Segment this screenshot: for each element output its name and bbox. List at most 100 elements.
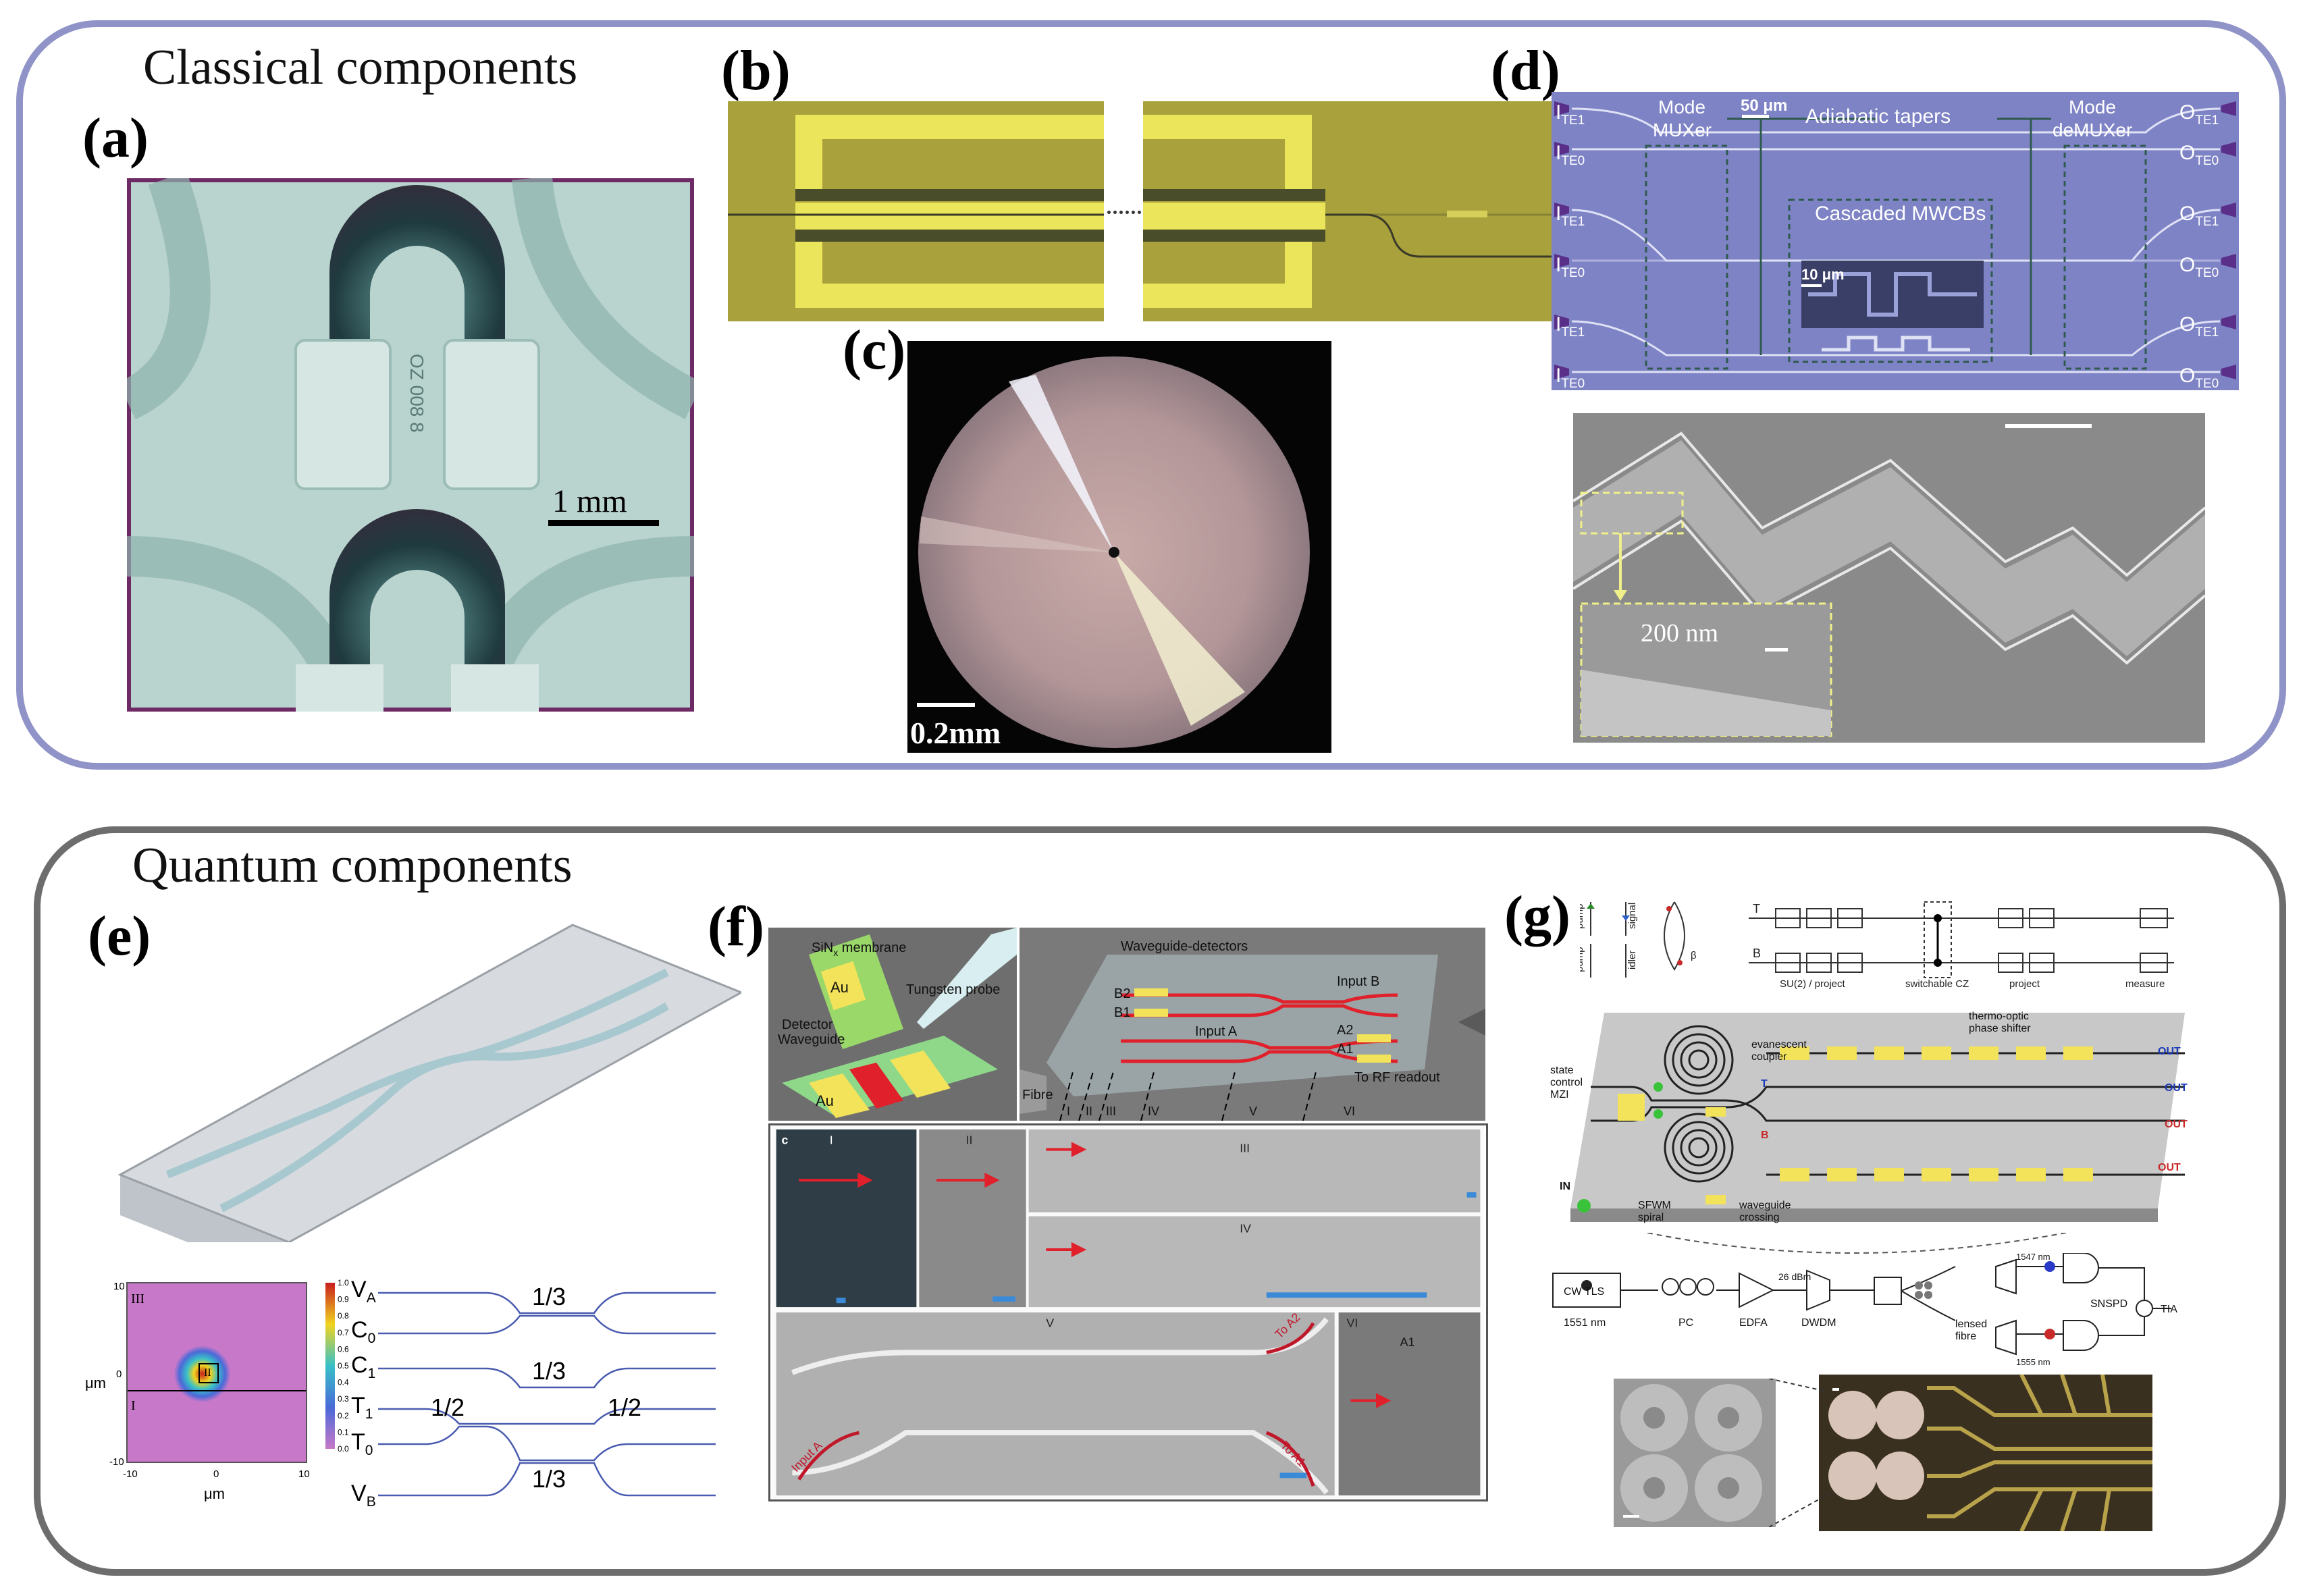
panel-g-out-2: OUT xyxy=(2165,1082,2188,1094)
panel-d-output-label: OTE1 xyxy=(2179,101,2219,128)
panel-f-rf-label: To RF readout xyxy=(1354,1070,1440,1085)
panel-g-state-2: control xyxy=(1550,1077,1583,1088)
panel-e-colorbar-tick: 0.4 xyxy=(338,1378,349,1387)
panel-e-mode-label: C1 xyxy=(351,1352,375,1381)
panel-e-3d-chip xyxy=(113,918,741,1242)
panel-g-evanescent-1: evanescent xyxy=(1751,1039,1807,1050)
panel-g-B: B xyxy=(1753,947,1761,960)
panel-f-au-bottom: Au xyxy=(816,1092,834,1109)
classical-components-title: Classical components xyxy=(143,40,578,95)
panel-d-output-label: OTE0 xyxy=(2179,254,2219,280)
panel-a-chip-text: OZ 008 8 xyxy=(406,354,427,433)
panel-f-sem-I: I xyxy=(830,1134,833,1147)
panel-e-ratio-5: 1/3 xyxy=(532,1465,566,1493)
panel-d-output-label: OTE0 xyxy=(2179,142,2219,168)
panel-f-a1: A1 xyxy=(1337,1042,1353,1057)
panel-g-zoom-lines xyxy=(1769,1379,1830,1527)
panel-g-crossing-2: crossing xyxy=(1739,1212,1780,1223)
panel-e-yaxis-label: μm xyxy=(85,1375,106,1391)
panel-e-colorbar-tick: 0.3 xyxy=(338,1394,349,1404)
panel-g-crossing-1: waveguide xyxy=(1739,1200,1791,1211)
panel-g-cw: CW TLS xyxy=(1564,1286,1604,1298)
panel-g-tia: TIA xyxy=(2161,1304,2177,1315)
panel-a-svg: OZ 008 8 1 mm xyxy=(127,178,694,712)
panel-g-out-1: OUT xyxy=(2158,1046,2181,1057)
panel-g-chip-schematic: evanescent coupler thermo-optic phase sh… xyxy=(1550,1006,2201,1229)
panel-d-scale10: 10 μm xyxy=(1801,266,1845,283)
panel-f-waveguide-label: Waveguide xyxy=(778,1032,845,1047)
panel-g-pc: PC xyxy=(1678,1317,1693,1329)
panel-d-io-labels: ITE1ITE0ITE1ITE0ITE1ITE0OTE1OTE0OTE1OTE0… xyxy=(1556,101,2219,390)
panel-d-mux-label-2: MUXer xyxy=(1653,119,1712,140)
panel-g-beta: β xyxy=(1691,950,1697,961)
panel-e-colorbar-tick: 0.5 xyxy=(338,1361,349,1371)
panel-d-input-label: ITE1 xyxy=(1556,101,1585,128)
panel-f-sem-V: V xyxy=(1046,1316,1054,1330)
panel-d-demux-label-2: deMUXer xyxy=(2053,119,2132,140)
panel-d-sem-scale: 200 nm xyxy=(1641,619,1718,647)
panel-g-1547: 1547 nm xyxy=(2016,1253,2050,1262)
panel-f-sem-VI: VI xyxy=(1346,1316,1358,1330)
panel-f-section-label: V xyxy=(1249,1105,1257,1118)
panel-f-probe-label: Tungsten probe xyxy=(906,982,1000,997)
panel-d-mux-label-1: Mode xyxy=(1658,97,1705,117)
panel-e-mode-label: T1 xyxy=(351,1393,373,1422)
panel-g-T: T xyxy=(1753,902,1760,915)
panel-e-region-II: II xyxy=(204,1367,211,1379)
panel-e-ytick-10: 10 xyxy=(113,1281,125,1292)
panel-b-left-micrograph xyxy=(728,101,1104,321)
panel-d-sem: 200 nm xyxy=(1573,413,2205,743)
panel-g-lensed-2: fibre xyxy=(1955,1331,1976,1342)
panel-f-b2: B2 xyxy=(1114,986,1130,1001)
panel-d-output-label: OTE1 xyxy=(2179,313,2219,340)
panel-label-a: (a) xyxy=(82,107,149,169)
panel-g-cz: switchable CZ xyxy=(1905,978,1969,990)
panel-g-T-chip: T xyxy=(1761,1078,1768,1090)
panel-g-B-chip: B xyxy=(1761,1129,1769,1141)
panel-e-colorbar-ticks: 1.00.90.80.70.60.50.40.30.20.10.0 xyxy=(338,1278,349,1454)
panel-e-mode-label: T0 xyxy=(351,1429,373,1458)
panel-e-colorbar-tick: 0.9 xyxy=(338,1295,349,1304)
panel-e-xtick-10: 10 xyxy=(298,1468,310,1480)
panel-g-1555: 1555 nm xyxy=(2016,1357,2050,1367)
panel-g-dashed-link xyxy=(1647,1233,2066,1254)
panel-g-pump-1: pump xyxy=(1580,903,1585,929)
panel-label-e: (e) xyxy=(88,905,151,967)
panel-f-input-a: Input A xyxy=(1195,1024,1238,1039)
panel-e-xaxis-label: μm xyxy=(204,1485,225,1502)
panel-f-fibre-label: Fibre xyxy=(1022,1088,1053,1102)
classical-components-frame xyxy=(16,20,2286,770)
panel-e-region-I: I xyxy=(131,1398,136,1413)
panel-g-dbm: 26 dBm xyxy=(1778,1271,1811,1282)
quantum-components-title: Quantum components xyxy=(132,838,573,893)
panel-e-ytick-0: 0 xyxy=(116,1368,122,1380)
panel-e-colorbar-tick: 0.0 xyxy=(338,1444,349,1454)
panel-f-membrane-label: SiNx membrane xyxy=(812,940,906,958)
panel-e-colorbar-tick: 0.2 xyxy=(338,1411,349,1420)
panel-d-input-label: ITE0 xyxy=(1556,365,1585,390)
panel-g-dwdm: DWDM xyxy=(1801,1317,1836,1329)
panel-g-out-4: OUT xyxy=(2158,1162,2181,1173)
panel-e-mode-label: VA xyxy=(351,1277,376,1306)
panel-f-a2: A2 xyxy=(1337,1023,1353,1038)
panel-e-colorbar-tick: 0.1 xyxy=(338,1427,349,1437)
panel-d-output-label: OTE0 xyxy=(2179,365,2219,390)
panel-g-measure: measure xyxy=(2125,978,2165,990)
panel-f-section-label: I xyxy=(1067,1105,1070,1118)
panel-f-sem-IV: IV xyxy=(1240,1221,1251,1235)
panel-g-state-3: MZI xyxy=(1550,1089,1569,1100)
panel-f-b1: B1 xyxy=(1114,1005,1130,1020)
panel-g-pump-2: pump xyxy=(1580,947,1585,972)
panel-f-au-top: Au xyxy=(830,979,849,996)
panel-f-sem-a1: A1 xyxy=(1400,1335,1415,1348)
panel-f-sem-c-label: c xyxy=(782,1134,789,1147)
panel-g-project: project xyxy=(2009,978,2040,990)
panel-f-detector-label: Detector xyxy=(782,1017,833,1032)
panel-f-section-label: IV xyxy=(1148,1105,1159,1118)
panel-e-ratio-1: 1/3 xyxy=(532,1283,566,1310)
panel-g-su2: SU(2) / project xyxy=(1780,978,1846,990)
panel-d-demux-label-1: Mode xyxy=(2069,97,2116,117)
panel-e-ratio-3: 1/2 xyxy=(431,1393,465,1421)
panel-d-mwcb-label: Cascaded MWCBs xyxy=(1815,203,1986,225)
